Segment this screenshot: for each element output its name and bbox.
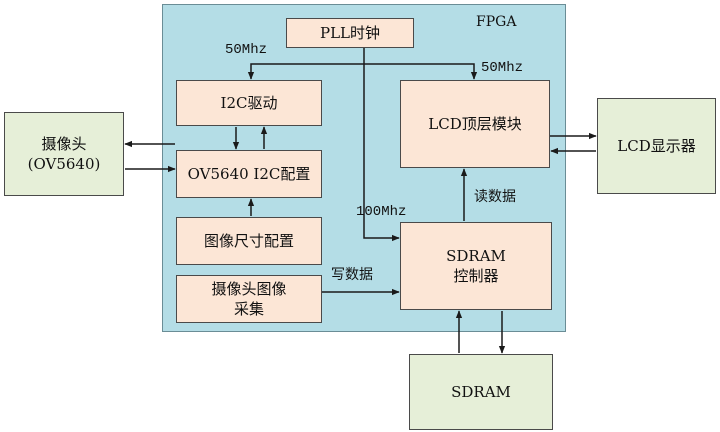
image-size-config-block: 图像尺寸配置: [176, 217, 322, 265]
clk-50-to-i2c-arrow: [247, 63, 364, 80]
clk-100-to-sdram-arrow: [363, 64, 400, 242]
i2c-driver-block: I2C驱动: [176, 80, 322, 126]
clk-50-to-lcd-arrow: [364, 63, 478, 80]
camera-capture-block: 摄像头图像 采集: [176, 275, 322, 323]
read-data-label: 读数据: [474, 189, 516, 205]
write-data-label: 写数据: [331, 267, 373, 283]
camera-block: 摄像头 (OV5640): [4, 112, 124, 196]
ov5640-i2c-config-block: OV5640 I2C配置: [176, 150, 322, 198]
pll-clock-block: PLL时钟: [286, 18, 414, 48]
clock-50mhz-left-label: 50Mhz: [225, 42, 268, 58]
lcd-display-block: LCD显示器: [597, 98, 716, 194]
clock-50mhz-right-label: 50Mhz: [481, 60, 524, 76]
sdram-chip-block: SDRAM: [409, 354, 553, 430]
lcd-top-module-block: LCD顶层模块: [400, 80, 550, 168]
sdram-controller-block: SDRAM 控制器: [400, 222, 552, 310]
clock-100mhz-label: 100Mhz: [356, 204, 407, 220]
fpga-title: FPGA: [476, 14, 517, 30]
